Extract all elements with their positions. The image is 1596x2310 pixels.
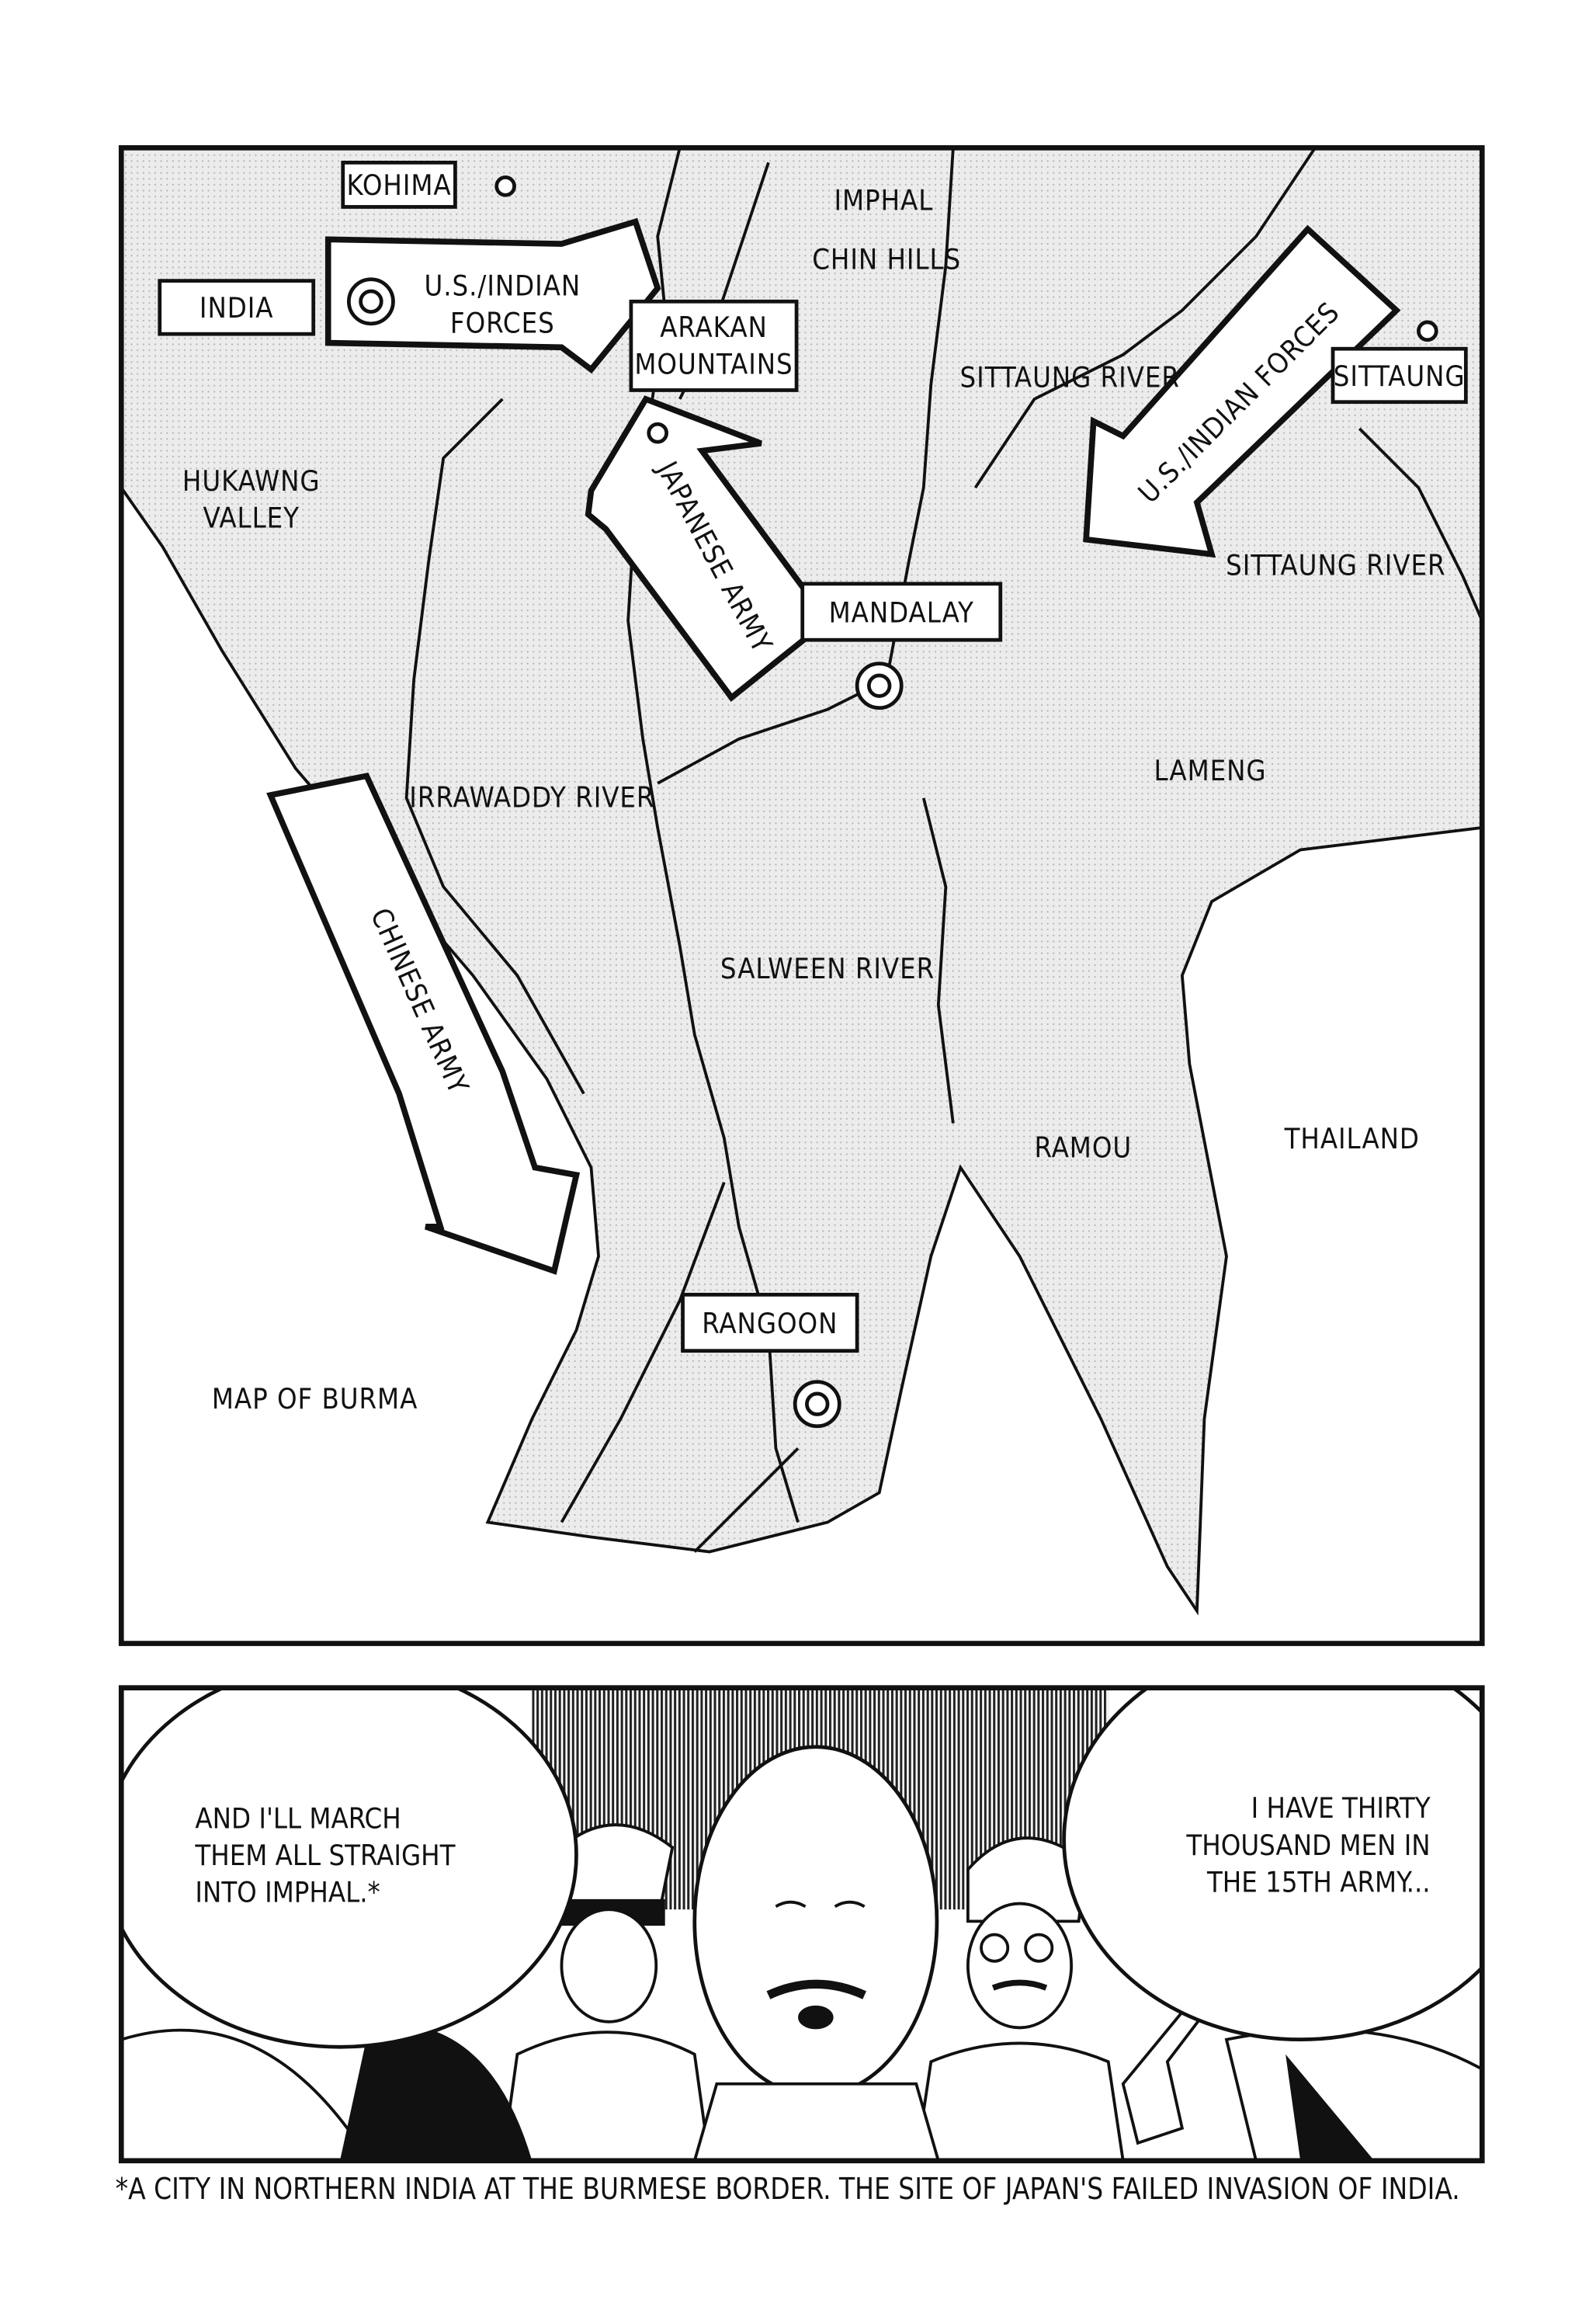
river-line xyxy=(693,1447,800,1553)
place-label-imphal: IMPHAL xyxy=(834,183,933,217)
place-label-chin-hills: CHIN HILLS xyxy=(812,242,961,276)
speech-bubble-right xyxy=(1062,1687,1483,2041)
capital-marker-icon xyxy=(793,1380,841,1429)
capital-marker-icon xyxy=(346,277,395,326)
river-line xyxy=(404,398,585,1095)
map-caption: MAP OF BURMA xyxy=(212,1382,418,1416)
speech-text-left: INTO IMPHAL.* xyxy=(195,1876,380,1909)
map-panel: U.S./INDIAN FORCES JAPANESE ARMY U.S./IN… xyxy=(121,148,1483,1644)
place-label-kohima: KOHIMA xyxy=(347,168,452,202)
place-label-lameng: LAMENG xyxy=(1154,754,1267,787)
river-line xyxy=(560,1182,726,1523)
us-indian-forces-east-arrow xyxy=(1083,224,1401,558)
place-label-sittaung: SITTAUNG xyxy=(1334,360,1466,393)
place-label-thailand: THAILAND xyxy=(1284,1122,1420,1155)
us-indian-forces-west-arrow xyxy=(324,217,661,374)
foreground-figure xyxy=(1285,2054,1375,2161)
officer-left xyxy=(501,1823,711,2161)
river-line xyxy=(657,148,955,785)
speech-text-left: AND I'LL MARCH xyxy=(195,1801,401,1835)
speech-text-right: THOUSAND MEN IN xyxy=(1185,1829,1430,1862)
arrow-label: FORCES xyxy=(450,306,555,339)
scene-panel: AND I'LL MARCH THEM ALL STRAIGHT INTO IM… xyxy=(121,1687,1483,2161)
speech-text-right: THE 15TH ARMY... xyxy=(1206,1865,1431,1898)
place-label-irrawaddy: IRRAWADDY RIVER xyxy=(409,780,654,814)
map-panel-border xyxy=(118,145,1485,1646)
place-label-salween: SALWEEN RIVER xyxy=(720,952,935,985)
city-marker-icon xyxy=(1417,320,1438,342)
place-label-sittaung-river: SITTAUNG RIVER xyxy=(1226,548,1445,582)
place-label-arakan: MOUNTAINS xyxy=(634,348,793,381)
place-label-hukawng: HUKAWNG xyxy=(182,464,321,498)
place-label-sittaung-river: SITTAUNG RIVER xyxy=(960,361,1180,394)
scene-panel-border xyxy=(118,1685,1485,2164)
capital-marker-icon xyxy=(855,662,904,710)
river-line xyxy=(1358,427,1483,622)
foreground-figure xyxy=(339,2023,533,2161)
arrow-label: U.S./INDIAN xyxy=(424,269,581,303)
place-label-india: INDIA xyxy=(200,291,274,325)
place-label-hukawng: VALLEY xyxy=(203,502,300,535)
speech-bubble-left xyxy=(121,1687,578,2049)
footnote: *A CITY IN NORTHERN INDIA AT THE BURMESE… xyxy=(116,2172,1460,2206)
place-label-rangoon: RANGOON xyxy=(702,1307,838,1340)
bald-general xyxy=(692,1745,940,2161)
river-line xyxy=(973,148,1317,489)
chinese-army-arrow xyxy=(266,772,581,1275)
speech-text-right: I HAVE THIRTY xyxy=(1251,1791,1431,1825)
city-marker-icon xyxy=(647,422,668,444)
place-label-mandalay: MANDALAY xyxy=(829,596,974,629)
place-label-ramou: RAMOU xyxy=(1035,1131,1133,1164)
city-marker-icon xyxy=(494,175,516,197)
place-label-arakan: ARAKAN xyxy=(660,311,768,344)
river-line xyxy=(921,797,955,1124)
speech-text-left: THEM ALL STRAIGHT xyxy=(194,1839,455,1872)
